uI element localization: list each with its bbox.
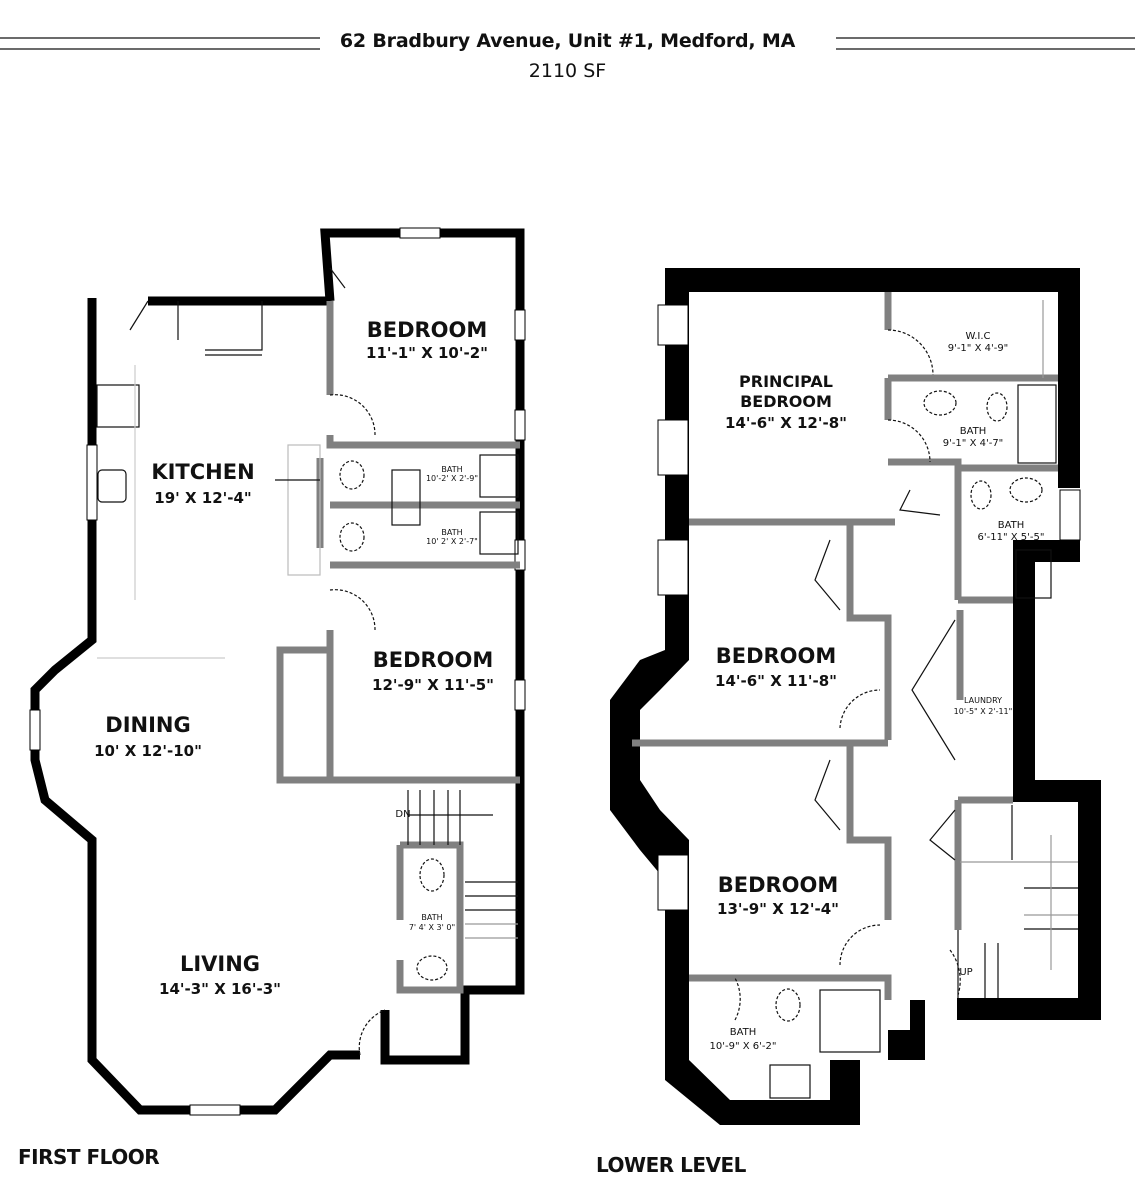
- bath-upper-name: BATH: [441, 465, 462, 474]
- first-floor-fixtures: [96, 267, 519, 1056]
- living-name: LIVING: [180, 952, 260, 976]
- principal-bedroom-name-line1: PRINCIPAL: [739, 372, 833, 391]
- lower-level-label: LOWER LEVEL: [596, 1153, 746, 1177]
- lower-level-windows: [657, 304, 1081, 911]
- bedroom-top-dims: 11'-1" X 10'-2": [366, 344, 488, 362]
- bath-half-name: BATH: [421, 913, 442, 922]
- bedroom-3-dims: 13'-9" X 12'-4": [717, 900, 839, 918]
- plan-header: 62 Bradbury Avenue, Unit #1, Medford, MA…: [0, 30, 1135, 90]
- stairs-up-label: UP: [959, 967, 972, 978]
- laundry-name: LAUNDRY: [964, 696, 1002, 705]
- bath-principal-dims: 9'-1" X 4'-7": [943, 438, 1004, 449]
- bedroom-3-name: BEDROOM: [718, 873, 839, 897]
- stairs-dn-label: DN: [395, 809, 410, 820]
- first-floor-label: FIRST FLOOR: [18, 1145, 160, 1169]
- lower-level-exterior-walls: [610, 268, 1101, 1125]
- bath-principal-name: BATH: [960, 426, 987, 437]
- first-floor-windows: [29, 227, 526, 1116]
- bedroom-2-dims: 14'-6" X 11'-8": [715, 672, 837, 690]
- first-floor-interior-walls: [276, 301, 520, 994]
- laundry-dims: 10'-5" X 2'-11": [954, 707, 1013, 716]
- principal-bedroom-dims: 14'-6" X 12'-8": [725, 414, 847, 432]
- wic-name: W.I.C: [965, 331, 990, 342]
- first-floor-exterior-walls: [30, 228, 525, 1115]
- bedroom-2-name: BEDROOM: [716, 644, 837, 668]
- bath-hall-name: BATH: [998, 520, 1025, 531]
- total-area: 2110 SF: [528, 60, 607, 82]
- first-floor-plan: DN BEDROOM 11'-1" X 10'-2" KITCHEN 19' X…: [29, 227, 526, 1116]
- bath-lower-dims: 10' 2' X 2'-7": [426, 537, 478, 546]
- lower-level-fixtures: [734, 300, 1078, 1099]
- lower-level-plan: UP PRINCIPAL BEDROOM 14'-6" X 12'-8" W.I…: [610, 268, 1101, 1125]
- header-rule-left-top: [0, 37, 320, 39]
- header-rule-right-bottom: [836, 48, 1135, 50]
- principal-bedroom-name-line2: BEDROOM: [740, 392, 832, 411]
- bath-upper-dims: 10'-2' X 2'-9": [426, 474, 478, 483]
- wic-dims: 9'-1" X 4'-9": [948, 343, 1009, 354]
- kitchen-dims: 19' X 12'-4": [154, 489, 251, 507]
- kitchen-name: KITCHEN: [151, 460, 254, 484]
- bath-lower-dims: 10'-9" X 6'-2": [710, 1041, 777, 1052]
- lower-level-interior-walls: [632, 292, 1058, 1000]
- dining-dims: 10' X 12'-10": [94, 742, 202, 760]
- dining-name: DINING: [105, 713, 190, 737]
- bath-half-dims: 7' 4' X 3' 0": [409, 923, 455, 932]
- bedroom-mid-dims: 12'-9" X 11'-5": [372, 676, 494, 694]
- bedroom-mid-name: BEDROOM: [373, 648, 494, 672]
- header-rule-right-top: [836, 37, 1135, 39]
- living-dims: 14'-3" X 16'-3": [159, 980, 281, 998]
- bath-hall-dims: 6'-11" X 5'-5": [978, 532, 1045, 543]
- bedroom-top-name: BEDROOM: [367, 318, 488, 342]
- header-rule-left-bottom: [0, 48, 320, 50]
- property-address: 62 Bradbury Avenue, Unit #1, Medford, MA: [339, 30, 796, 52]
- bath-lower-name: BATH: [730, 1027, 757, 1038]
- bath-lower-name: BATH: [441, 528, 462, 537]
